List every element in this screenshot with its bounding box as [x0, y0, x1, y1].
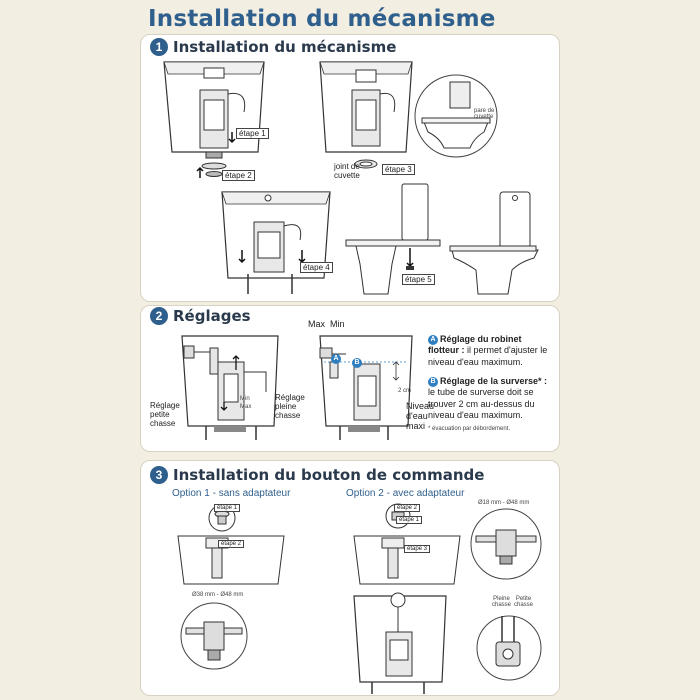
page-title: Installation du mécanisme [148, 6, 496, 32]
marker-b: B [352, 358, 362, 368]
note-a-marker: A [428, 334, 438, 345]
dim-1-label: Ø38 mm - Ø48 mm [192, 592, 244, 598]
option-1-label: Option 1 - sans adaptateur [172, 488, 291, 499]
section-3-number: 3 [150, 466, 168, 484]
section-1-number: 1 [150, 38, 168, 56]
diagram-toilet-complete [449, 191, 539, 295]
o1-etape2-label: étape 2 [218, 540, 245, 548]
diagram-bowl-zoom [414, 74, 498, 158]
etape-4-label: étape 4 [300, 262, 333, 273]
section-1-title: Installation du mécanisme [173, 38, 397, 56]
diagram-adjust-level [319, 335, 413, 440]
max-label: Max [308, 319, 326, 329]
section-2-number: 2 [150, 307, 168, 325]
o1-etape1-label: étape 1 [214, 504, 241, 512]
o2-etape1-label: étape 1 [396, 516, 423, 524]
option-2-label: Option 2 - avec adaptateur [346, 488, 465, 499]
section-3-header: 3 Installation du bouton de commande [150, 466, 484, 484]
section-2-header: 2 Réglages [150, 307, 251, 325]
mark-max-label: Max [240, 404, 252, 410]
section-1-header: 1 Installation du mécanisme [150, 38, 396, 56]
niveau-eau-label: Niveau d'eau maxi [406, 401, 435, 431]
min-label: Min [330, 319, 345, 329]
note-b-marker: B [428, 376, 438, 387]
etape-1-label: étape 1 [236, 128, 269, 139]
section-3-title: Installation du bouton de commande [173, 466, 485, 484]
note-b-title: Réglage de la surverse* : [440, 376, 548, 386]
diagram-option2-button [353, 503, 461, 585]
diagram-option1-zoom [180, 602, 248, 670]
joint-cuvette-label: joint de cuvette [334, 162, 360, 180]
etape-3-label: étape 3 [382, 164, 415, 175]
note-b-text: le tube de surverse doit se trouver 2 cm… [428, 387, 535, 420]
marker-a: A [331, 354, 341, 364]
footnote: * évacuation par débordement. [428, 426, 511, 432]
note-a-text: il permet d'ajuster le niveau d'eau maxi… [428, 345, 548, 367]
diagram-tank-step4 [221, 191, 331, 294]
diagram-option2-tank [353, 592, 447, 694]
diagram-option2-cables [476, 615, 542, 681]
etape-2-label: étape 2 [222, 170, 255, 181]
distance-label: 2 cm [398, 388, 412, 394]
diagram-tank-step3 [319, 61, 413, 169]
etape-5-label: étape 5 [402, 274, 435, 285]
pleine-chasse-label: Pleine chasse [492, 596, 512, 608]
diagram-option2-zoom [470, 508, 542, 580]
mark-min-label: Min [240, 396, 250, 402]
note-a-title: Réglage du robinet flotteur : [428, 334, 522, 356]
dim-2-label: Ø18 mm - Ø48 mm [478, 500, 530, 506]
reglage-petite-label: Réglage petite chasse [150, 401, 180, 428]
diagram-bowl-assembly [345, 183, 441, 295]
diagram-option1-button [177, 504, 285, 585]
o2-etape3-label: étape 3 [404, 545, 431, 553]
pare-cuvette-label: pare de cuvette [474, 108, 495, 120]
o2-etape2-label: étape 2 [394, 504, 421, 512]
reglage-pleine-label: Réglage pleine chasse [275, 393, 305, 420]
section-2-title: Réglages [173, 307, 251, 325]
diagram-tank-step1 [163, 61, 265, 178]
diagram-adjust-flush [181, 335, 279, 440]
petite-chasse-label: Petite chasse [514, 596, 534, 608]
